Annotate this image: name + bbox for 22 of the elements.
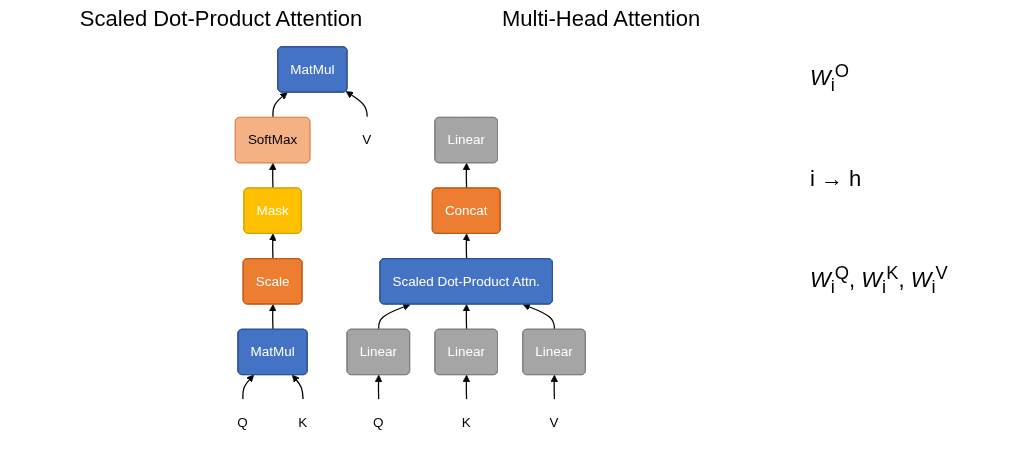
panel-heading: Scaled Dot-Product Attention xyxy=(79,6,363,32)
arrow xyxy=(550,374,558,401)
arrow xyxy=(374,374,383,401)
node-text: V xyxy=(362,132,372,147)
arrow xyxy=(522,303,556,331)
arrow xyxy=(462,233,471,260)
node-text: Q xyxy=(373,415,384,430)
node-text: Q xyxy=(237,415,248,430)
arrow xyxy=(378,303,411,331)
arrow xyxy=(462,374,471,401)
node-text: K xyxy=(461,415,471,430)
arrow xyxy=(292,374,304,401)
arrow xyxy=(269,304,277,331)
arrow xyxy=(269,233,277,260)
arrow xyxy=(462,304,471,331)
node-text: V xyxy=(549,415,559,430)
panel-heading: Multi-Head Attention xyxy=(502,6,701,32)
arrow xyxy=(345,91,368,119)
note-text: i → h xyxy=(810,165,863,192)
arrow xyxy=(272,92,288,119)
node-text: K xyxy=(298,415,308,430)
arrow xyxy=(242,374,254,401)
